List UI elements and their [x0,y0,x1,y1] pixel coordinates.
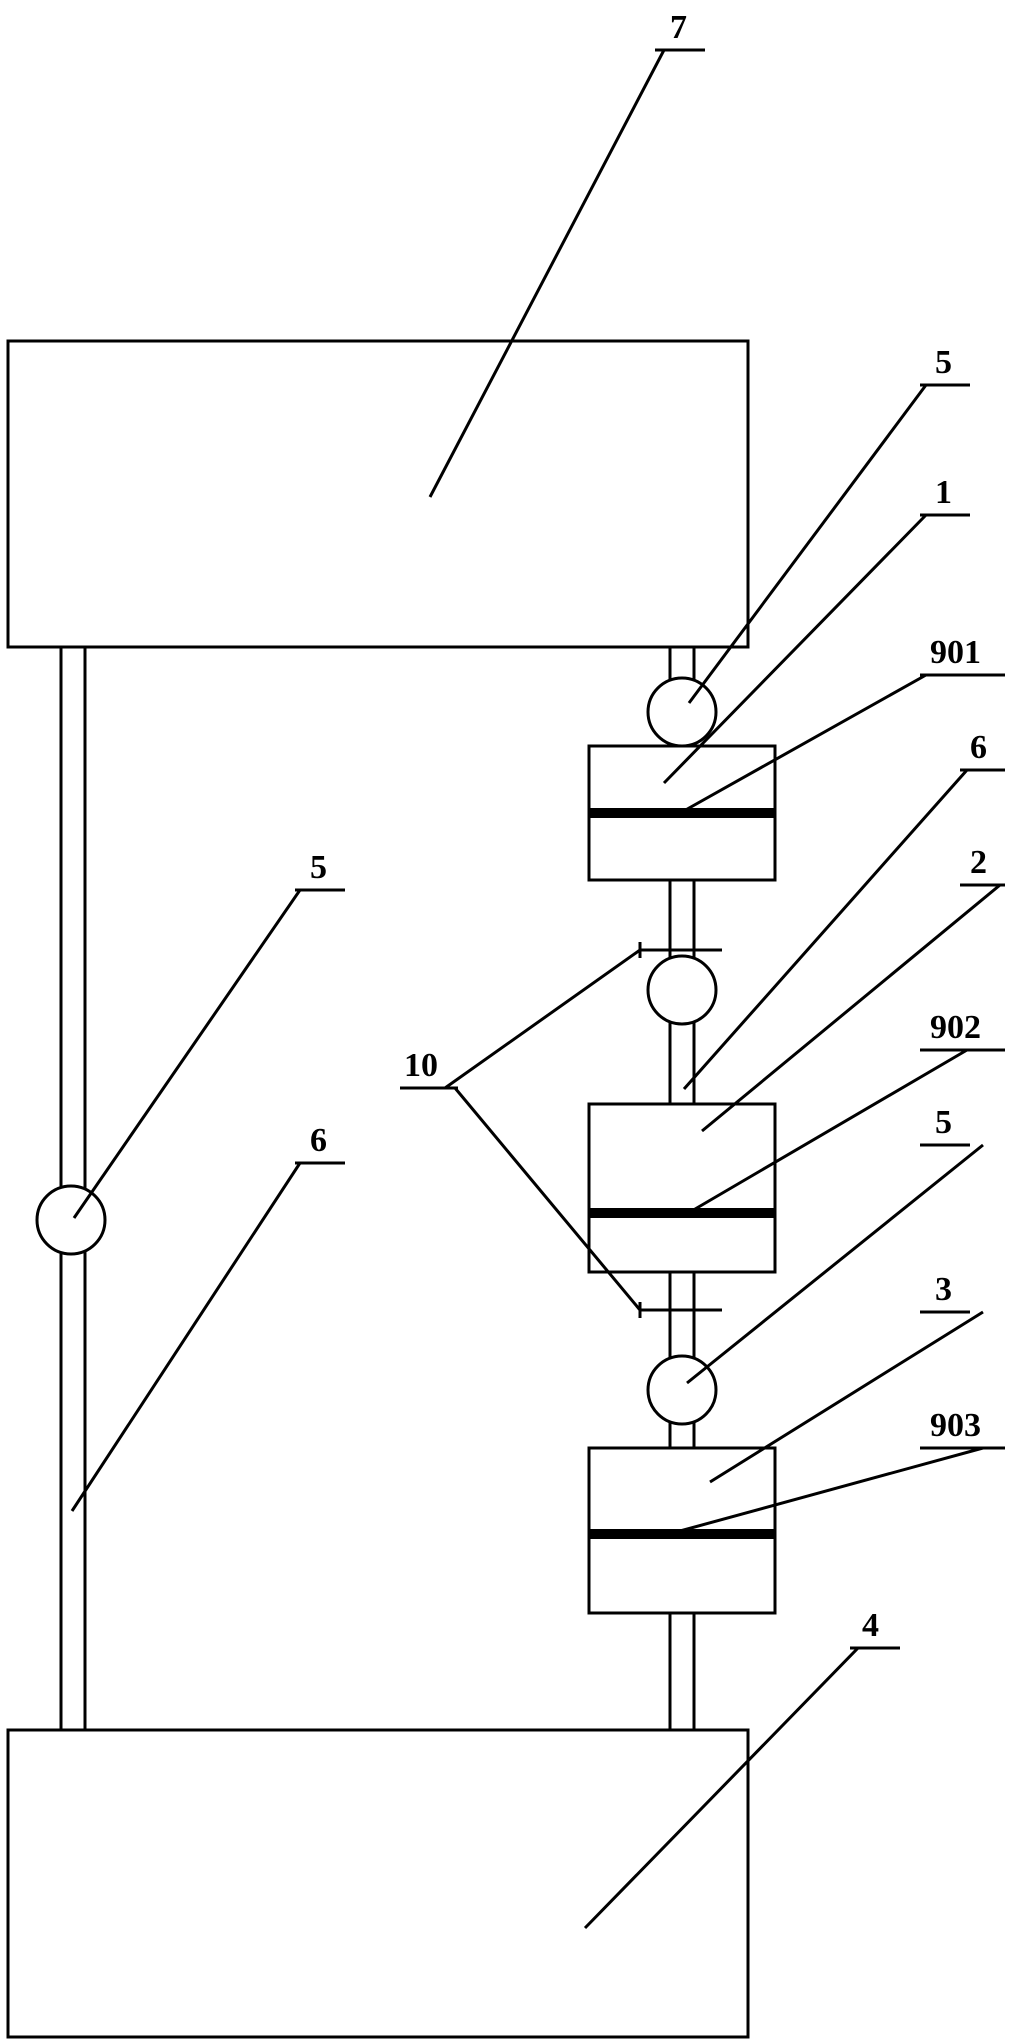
right-pipe-seg-4 [668,1611,696,1732]
label-5-mid-right: 5 [935,1104,952,1141]
leader-5-left [72,889,302,1219]
membrane-902 [589,1208,775,1218]
leader-1 [662,513,928,785]
membrane-901 [589,808,775,818]
leader-5-mid-right [686,1143,984,1385]
cell-2 [587,1102,777,1274]
label-7: 7 [670,9,687,46]
leader-10-upper [444,948,641,1090]
leader-6-left [70,1162,302,1512]
bottom-tank [6,1728,750,2039]
label-6-right: 6 [970,729,987,766]
leader-2 [701,883,1001,1133]
label-902: 902 [930,1009,981,1046]
valve-top-right [646,676,718,748]
valve-left [35,1184,107,1256]
leader-6-right [682,769,969,1090]
label-10: 10 [404,1047,438,1084]
leader-7 [428,49,666,498]
leader-902 [689,1048,968,1214]
leader-4 [583,1646,860,1930]
label-5-left: 5 [310,849,327,886]
label-2: 2 [970,844,987,881]
leader-901 [681,673,927,814]
label-5-top-right: 5 [935,344,952,381]
valve-between-cells [646,954,718,1026]
label-3: 3 [935,1271,952,1308]
label-1: 1 [935,474,952,511]
label-903: 903 [930,1407,981,1444]
membrane-903 [589,1529,775,1539]
leader-5-top-right [687,384,928,704]
top-tank [6,339,750,649]
leader-3 [709,1310,984,1484]
label-6-left: 6 [310,1122,327,1159]
label-4: 4 [862,1607,879,1644]
leader-10-lower [453,1087,642,1311]
leader-903 [679,1446,984,1533]
label-901: 901 [930,634,981,671]
